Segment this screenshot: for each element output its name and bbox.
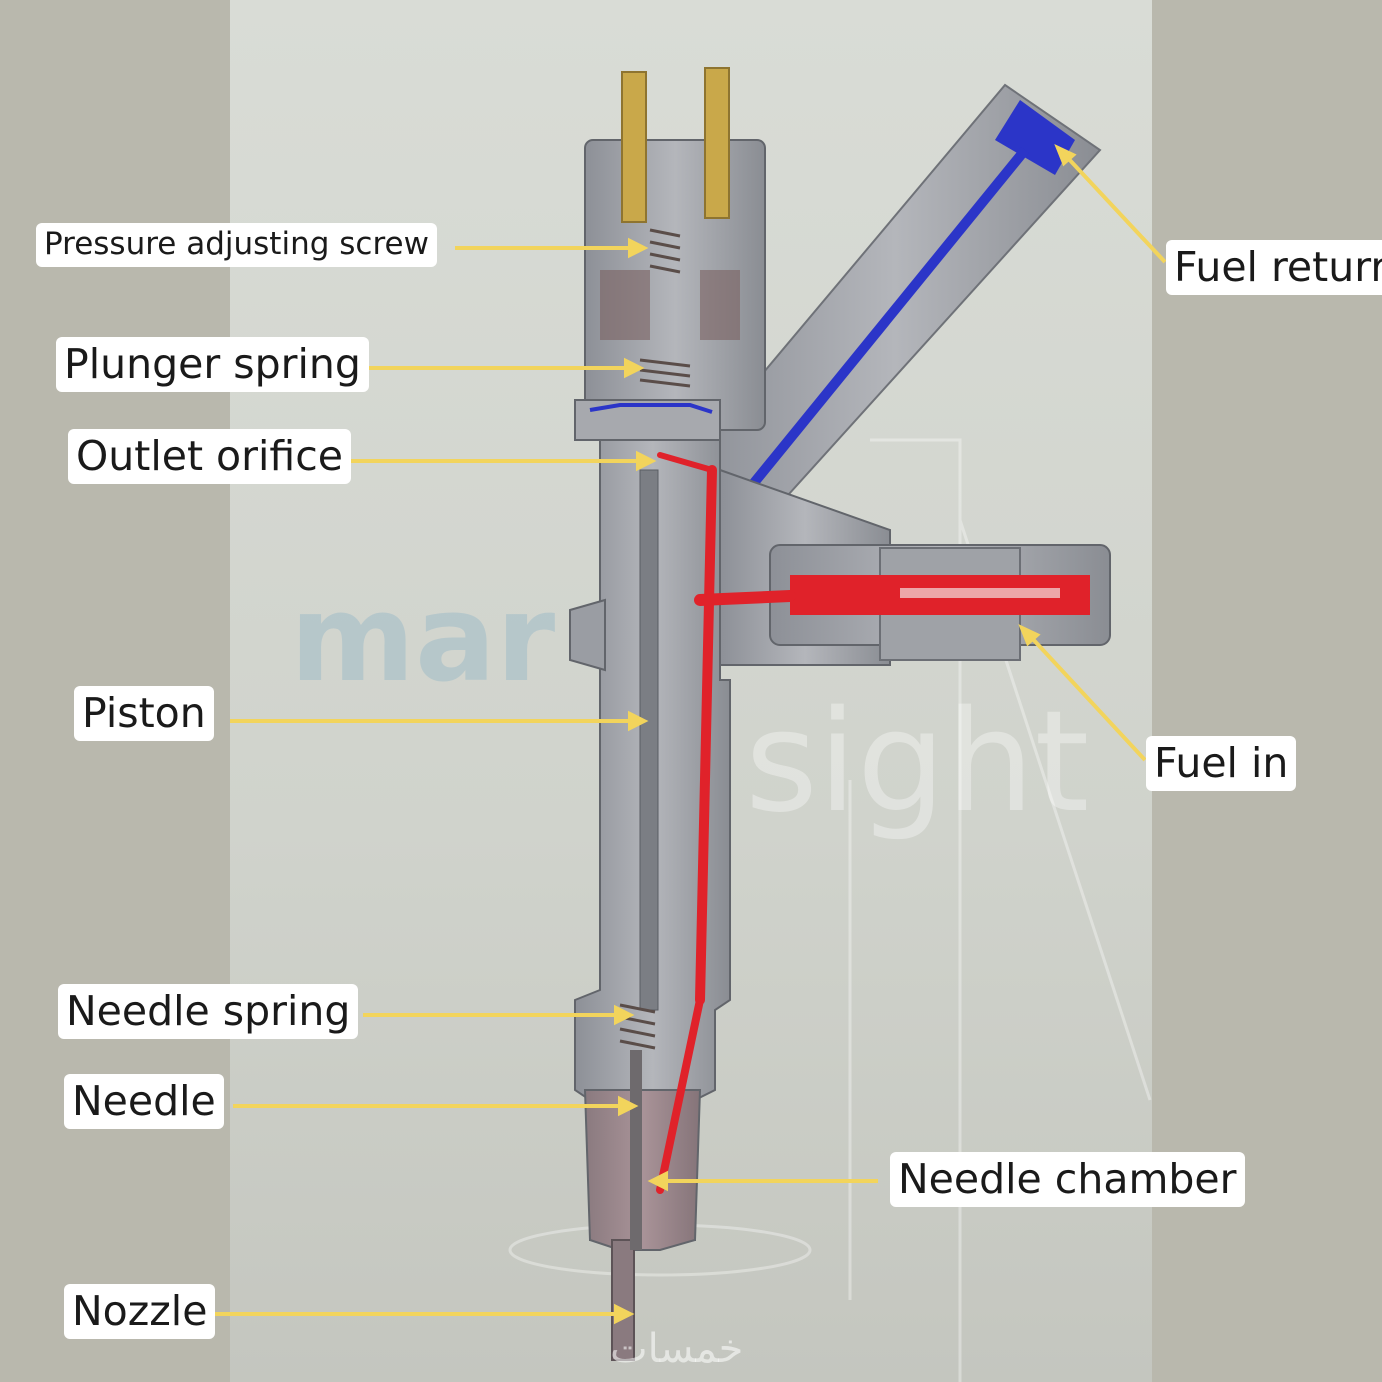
watermark-brand-left: mar	[290, 570, 555, 709]
leader-needle-chamber	[647, 1170, 878, 1192]
piston-rod	[639, 469, 659, 1011]
fuel-inlet-fitting	[719, 468, 1111, 666]
leader-lines	[210, 144, 1167, 1325]
leader-plunger-spring	[365, 357, 645, 379]
label-outlet-orifice: Outlet orifice	[68, 429, 351, 485]
label-needle: Needle	[64, 1074, 224, 1130]
leader-outlet-orifice	[350, 450, 657, 472]
label-plunger-spring: Plunger spring	[56, 337, 369, 393]
nozzle-tip	[611, 1239, 635, 1361]
connector-pin-left	[621, 71, 647, 223]
leader-pressure-adjusting-screw	[455, 237, 649, 259]
label-nozzle: Nozzle	[64, 1284, 216, 1340]
leader-piston	[230, 710, 649, 732]
connector-pin-right	[704, 67, 730, 219]
label-pressure-adjusting-screw: Pressure adjusting screw	[36, 223, 437, 267]
watermark-brand-right: sight	[745, 681, 1089, 844]
leader-needle-spring	[363, 1004, 635, 1026]
label-needle-chamber: Needle chamber	[890, 1152, 1245, 1208]
leader-needle	[233, 1095, 639, 1117]
leader-fuel-return	[1054, 144, 1167, 264]
fuel-return-tube	[688, 83, 1102, 517]
watermark-arabic: خمسات	[610, 1326, 743, 1372]
label-fuel-in: Fuel in	[1146, 736, 1297, 792]
leader-fuel-in	[1018, 624, 1147, 762]
label-piston: Piston	[74, 686, 214, 742]
label-fuel-return: Fuel returr	[1166, 240, 1382, 296]
fuel-passage-high-pressure	[656, 452, 796, 1194]
leader-nozzle	[210, 1303, 635, 1325]
label-needle-spring: Needle spring	[58, 984, 359, 1040]
